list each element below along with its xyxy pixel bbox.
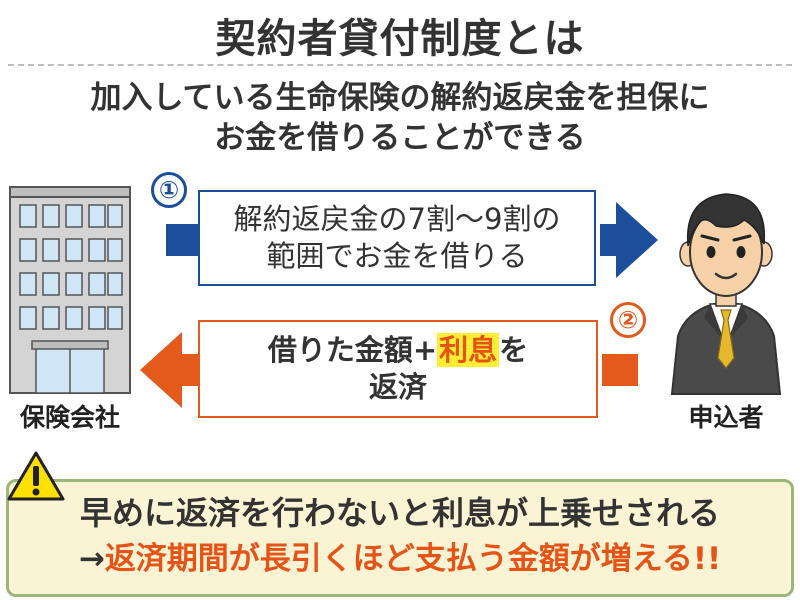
step-2-badge: ② [610,302,646,338]
step-2-text-before: 借りた金額+ [267,333,438,367]
arrow-right-icon [166,202,658,278]
warning-box [6,479,794,597]
page-title: 契約者貸付制度とは [215,16,585,62]
step-1-badge: ① [151,172,187,208]
warning-arrow: → [78,541,105,577]
subtitle: 加入している生命保険の解約返戻金を担保に お金を借りることができる [0,78,800,158]
step-1-line-1: 解約返戻金の7割～9割の [233,202,561,236]
office-building-icon [9,186,131,394]
businessman-icon [670,193,782,395]
applicant-label: 申込者 [688,403,764,432]
arrow-left-icon [140,332,638,408]
warning-line-1: 早めに返済を行わないと利息が上乗せされる [79,494,720,532]
insurer-label: 保険会社 [19,403,120,432]
warning-icon [7,451,65,501]
step-2-box: 借りた金額+利息を 返済 [198,320,598,418]
step-1-line-2: 範囲でお金を借りる [266,239,528,273]
title-divider [8,64,792,66]
step-2-text-after: を [499,333,529,367]
subtitle-line-1: 加入している生命保険の解約返戻金を担保に [90,80,710,116]
step-1-box: 解約返戻金の7割～9割の 範囲でお金を借りる [198,190,596,286]
subtitle-line-2: お金を借りることができる [214,120,586,156]
step-2-line-2: 返済 [368,370,427,404]
warning-line-2-text: 返済期間が長引くほど支払う金額が増える!! [104,541,722,577]
interest-highlight: 利息 [437,333,500,367]
step-2-line-1: 借りた金額+利息を [268,332,528,369]
warning-line-2: →返済期間が長引くほど支払う金額が増える!! [6,538,794,580]
